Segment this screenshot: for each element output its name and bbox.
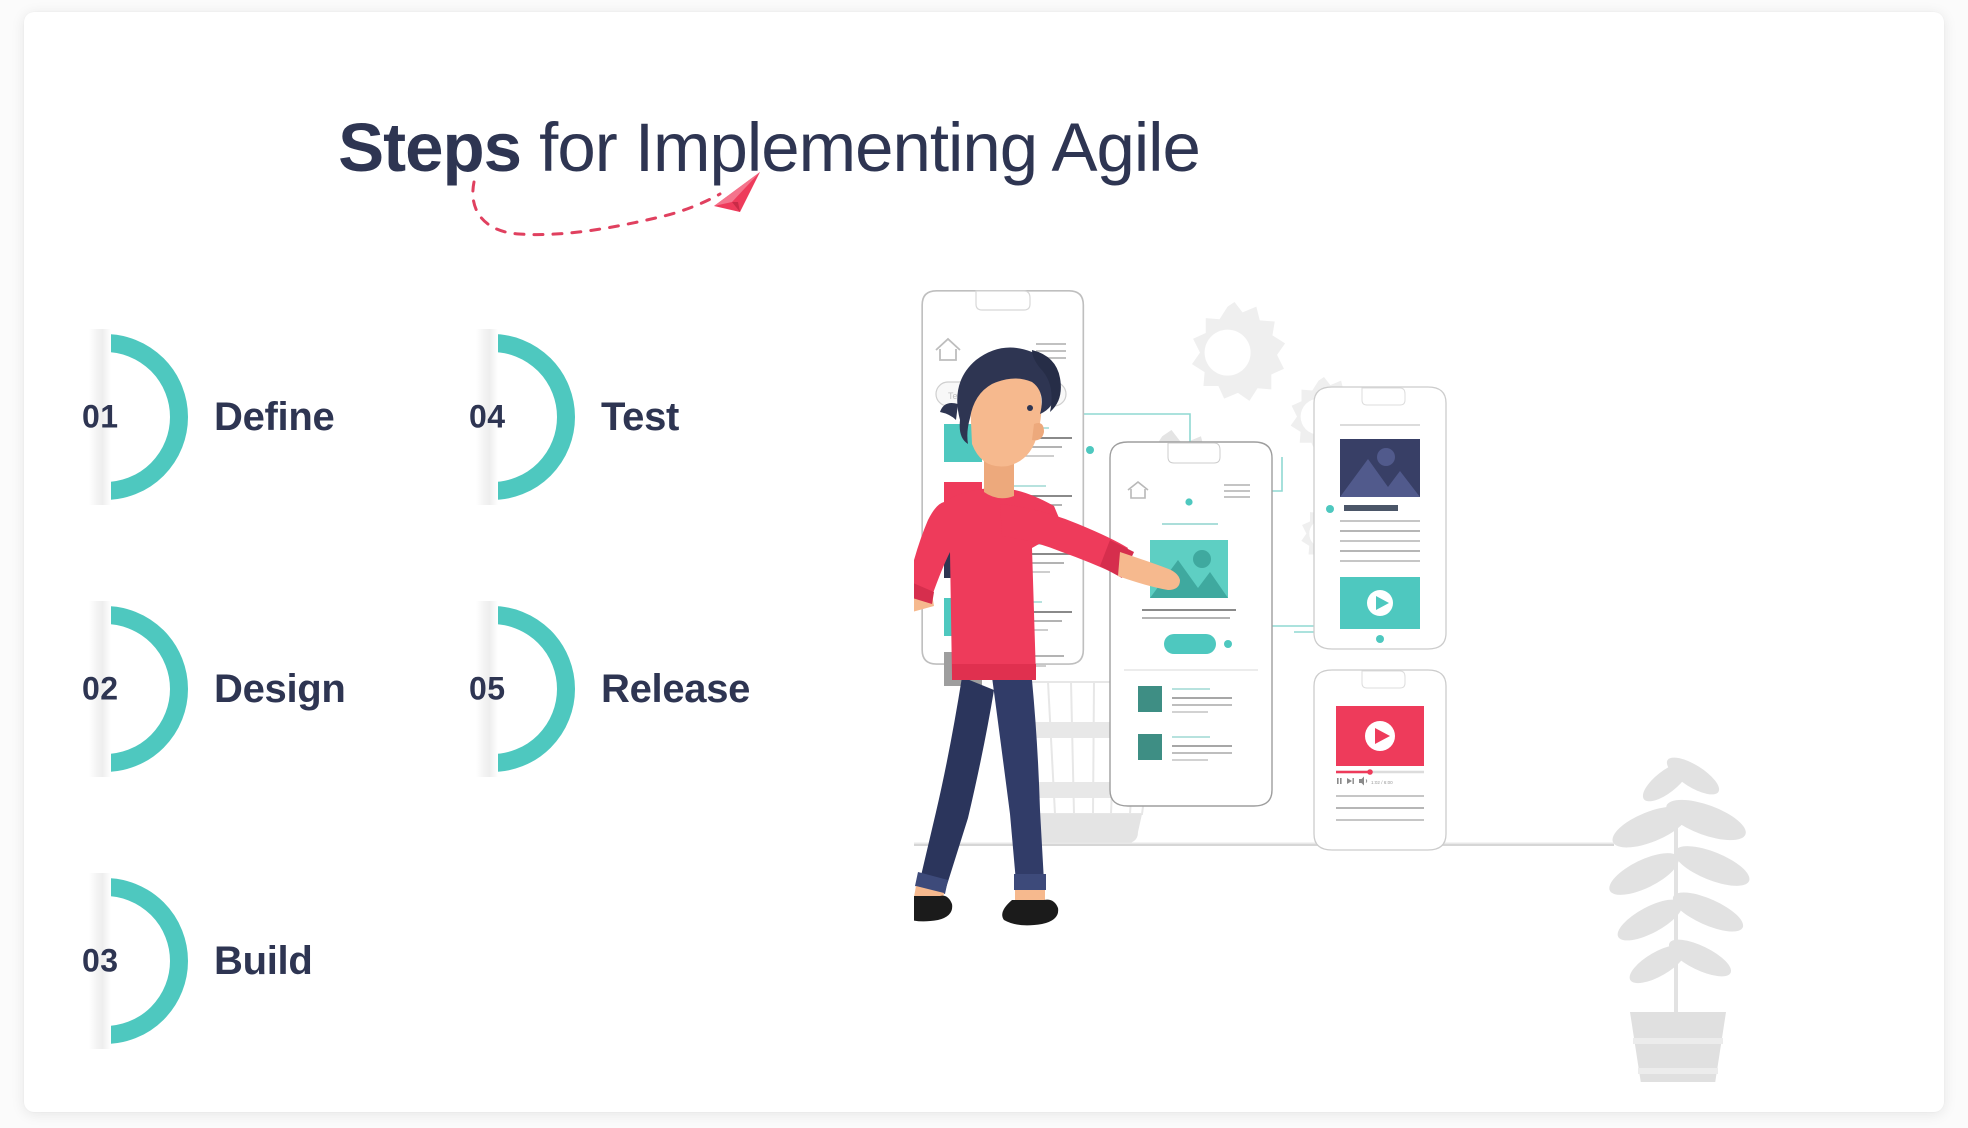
text-lines bbox=[1142, 609, 1236, 619]
step-number: 01 bbox=[82, 398, 119, 435]
step-label: Build bbox=[214, 938, 313, 983]
half-circle-arc-icon bbox=[491, 334, 575, 500]
video-controls[interactable]: 1:02 / 6:00 bbox=[1337, 776, 1393, 786]
step-number: 05 bbox=[469, 670, 506, 707]
step-marker-02: 02 bbox=[64, 601, 190, 777]
text-lines bbox=[1172, 736, 1232, 761]
list-tile bbox=[1138, 734, 1162, 760]
step-number: 03 bbox=[82, 942, 119, 979]
step-label: Design bbox=[214, 666, 346, 711]
connector-dot bbox=[1224, 640, 1232, 648]
page-title: Steps for Implementing Agile bbox=[24, 108, 1514, 187]
hamburger-menu-icon bbox=[1224, 484, 1250, 498]
paper-plane-icon bbox=[471, 172, 760, 237]
half-circle-arc-icon bbox=[491, 606, 575, 772]
slide-canvas: Steps for Implementing Agile 01 Define 0… bbox=[24, 12, 1944, 1112]
step-item-03[interactable]: 03 Build bbox=[64, 873, 313, 1049]
search-placeholder-text: Text bbox=[948, 391, 965, 401]
step-number: 04 bbox=[469, 398, 506, 435]
half-circle-arc-icon bbox=[104, 606, 188, 772]
step-marker-04: 04 bbox=[451, 329, 577, 505]
top-right-card-mockup bbox=[1313, 386, 1447, 650]
home-icon bbox=[935, 337, 961, 361]
step-marker-05: 05 bbox=[451, 601, 577, 777]
video-progress-bar[interactable] bbox=[1336, 769, 1424, 775]
connector-dot bbox=[1185, 498, 1193, 506]
home-icon bbox=[1127, 480, 1149, 499]
title-rest: for Implementing Agile bbox=[521, 109, 1201, 186]
half-circle-arc-icon bbox=[104, 334, 188, 500]
list-tile bbox=[1138, 686, 1162, 712]
step-item-04[interactable]: 04 Test bbox=[451, 329, 679, 505]
step-label: Define bbox=[214, 394, 335, 439]
video-timestamp: 1:02 / 6:00 bbox=[1371, 780, 1393, 785]
connector-dot bbox=[1326, 505, 1334, 513]
connector-dot bbox=[1086, 446, 1094, 454]
step-item-02[interactable]: 02 Design bbox=[64, 601, 346, 777]
title-text: Steps for Implementing Agile bbox=[24, 108, 1514, 187]
marker-edge-gradient bbox=[89, 329, 111, 505]
middle-phone-mockup bbox=[1109, 441, 1273, 807]
text-lines bbox=[1172, 688, 1232, 713]
bottom-right-card-mockup: 1:02 / 6:00 bbox=[1313, 669, 1447, 851]
title-bar bbox=[1344, 505, 1398, 511]
video-player[interactable] bbox=[1340, 577, 1420, 629]
step-item-05[interactable]: 05 Release bbox=[451, 601, 750, 777]
person-illustration bbox=[914, 347, 1180, 926]
step-marker-03: 03 bbox=[64, 873, 190, 1049]
step-number: 02 bbox=[82, 670, 119, 707]
text-lines bbox=[1340, 520, 1420, 562]
half-circle-arc-icon bbox=[104, 878, 188, 1044]
marker-edge-gradient bbox=[476, 601, 498, 777]
mountain-photo-placeholder bbox=[1340, 439, 1420, 497]
illustration-person-with-ui-mockups: Text bbox=[914, 289, 1750, 1082]
potted-plant-icon bbox=[1609, 757, 1750, 1082]
cta-button[interactable] bbox=[1164, 634, 1216, 654]
text-lines bbox=[1336, 795, 1424, 821]
connector-dot bbox=[1376, 635, 1384, 643]
play-button-icon bbox=[1376, 596, 1389, 610]
step-label: Release bbox=[601, 666, 751, 711]
title-bold-word: Steps bbox=[338, 109, 522, 186]
step-marker-01: 01 bbox=[64, 329, 190, 505]
video-player[interactable] bbox=[1336, 706, 1424, 766]
play-button-icon bbox=[1375, 728, 1390, 744]
marker-edge-gradient bbox=[89, 601, 111, 777]
marker-edge-gradient bbox=[89, 873, 111, 1049]
step-item-01[interactable]: 01 Define bbox=[64, 329, 335, 505]
marker-edge-gradient bbox=[476, 329, 498, 505]
step-label: Test bbox=[601, 394, 680, 439]
